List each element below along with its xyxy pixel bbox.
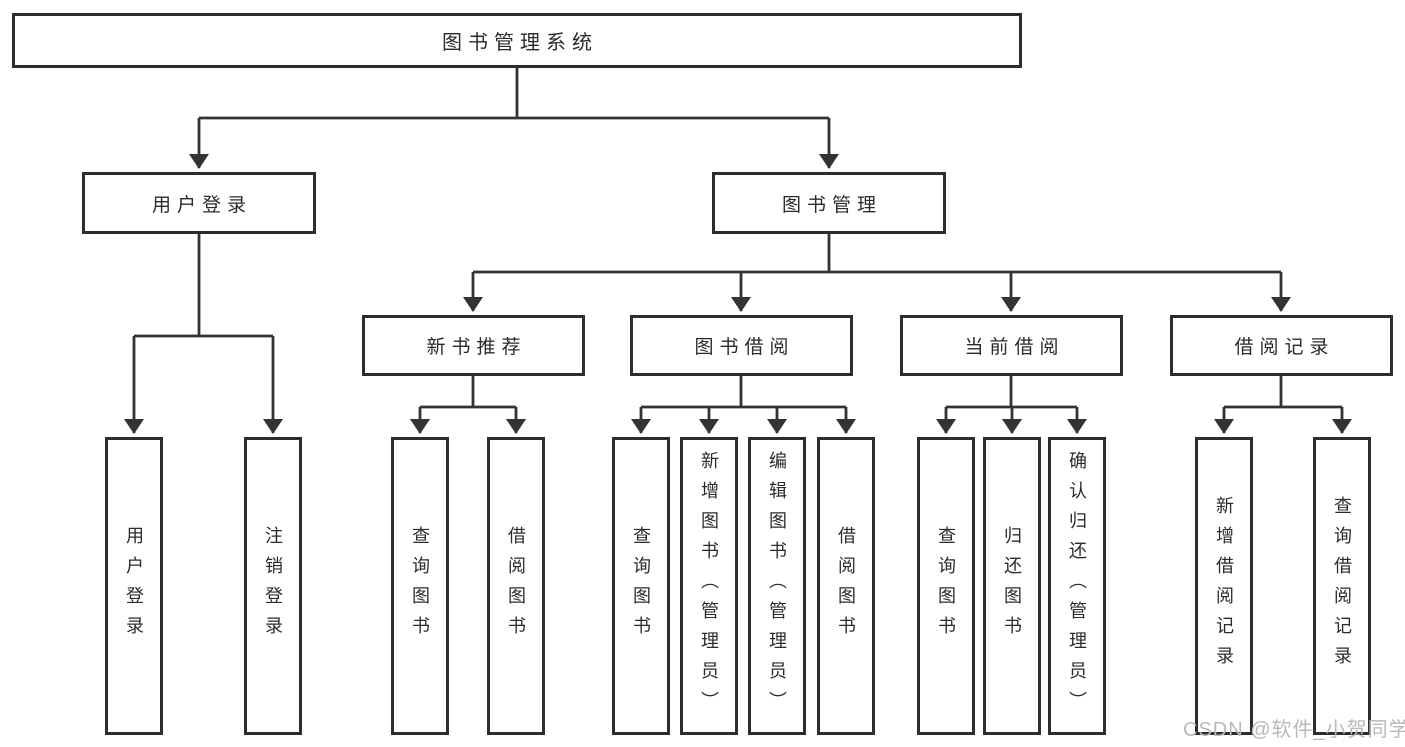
leaf-label: 借阅图书: [506, 526, 526, 646]
leaf-label: 用户登录: [124, 526, 144, 646]
leaf-label: 查询图书: [631, 526, 651, 646]
leaf-query-borrow-record: 查询借阅记录: [1313, 437, 1371, 735]
node-new-books: 新书推荐: [362, 315, 585, 376]
leaf-label: 查询借阅记录: [1332, 496, 1352, 676]
node-user-login: 用户登录: [82, 172, 316, 234]
leaf-edit-books-admin: 编辑图书（管理员）: [748, 437, 806, 735]
leaf-label: 归还图书: [1002, 526, 1022, 646]
leaf-logout: 注销登录: [244, 437, 302, 735]
node-book-borrow: 图书借阅: [630, 315, 853, 376]
leaf-add-borrow-record: 新增借阅记录: [1195, 437, 1253, 735]
leaf-label: 查询图书: [936, 526, 956, 646]
leaf-borrow-books: 借阅图书: [487, 437, 545, 735]
leaf-query-books: 查询图书: [612, 437, 670, 735]
leaf-borrow-books: 借阅图书: [817, 437, 875, 735]
leaf-return-books: 归还图书: [983, 437, 1041, 735]
node-book-management: 图书管理: [712, 172, 946, 234]
leaf-label: 注销登录: [263, 526, 283, 646]
leaf-add-books-admin: 新增图书（管理员）: [680, 437, 738, 735]
leaf-label: 查询图书: [410, 526, 430, 646]
leaf-label: 编辑图书（管理员）: [767, 451, 787, 721]
node-borrow-records: 借阅记录: [1170, 315, 1393, 376]
leaf-label: 新增借阅记录: [1214, 496, 1234, 676]
leaf-query-books: 查询图书: [391, 437, 449, 735]
leaf-confirm-return-admin: 确认归还（管理员）: [1048, 437, 1106, 735]
csdn-watermark: CSDN @软件_小贺同学: [1183, 719, 1405, 741]
leaf-label: 确认归还（管理员）: [1067, 451, 1087, 721]
node-root: 图书管理系统: [12, 13, 1022, 68]
leaf-label: 新增图书（管理员）: [699, 451, 719, 721]
leaf-query-books: 查询图书: [917, 437, 975, 735]
node-current-borrow: 当前借阅: [900, 315, 1123, 376]
leaf-label: 借阅图书: [836, 526, 856, 646]
leaf-user-login: 用户登录: [105, 437, 163, 735]
